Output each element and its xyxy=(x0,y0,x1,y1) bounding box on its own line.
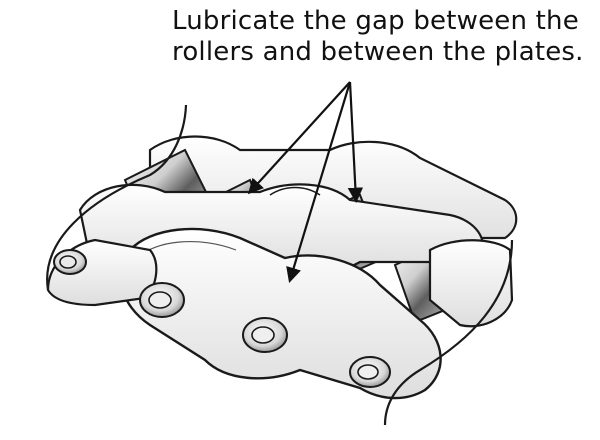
pin-front-3 xyxy=(349,356,391,388)
annotation-arrows xyxy=(247,81,364,283)
arrow-to-center-gap xyxy=(286,81,352,283)
pin-front-2 xyxy=(242,317,288,353)
right-end-plate xyxy=(383,239,514,426)
annotation-line-1: Lubricate the gap between the xyxy=(172,6,579,36)
annotation-line-2: rollers and between the plates. xyxy=(172,37,584,67)
pin-left xyxy=(53,249,87,275)
front-plate xyxy=(119,227,442,400)
pin-front-1 xyxy=(139,282,185,318)
arrow-to-plate-gap xyxy=(347,81,364,204)
arrow-to-roller-gap xyxy=(247,81,351,195)
